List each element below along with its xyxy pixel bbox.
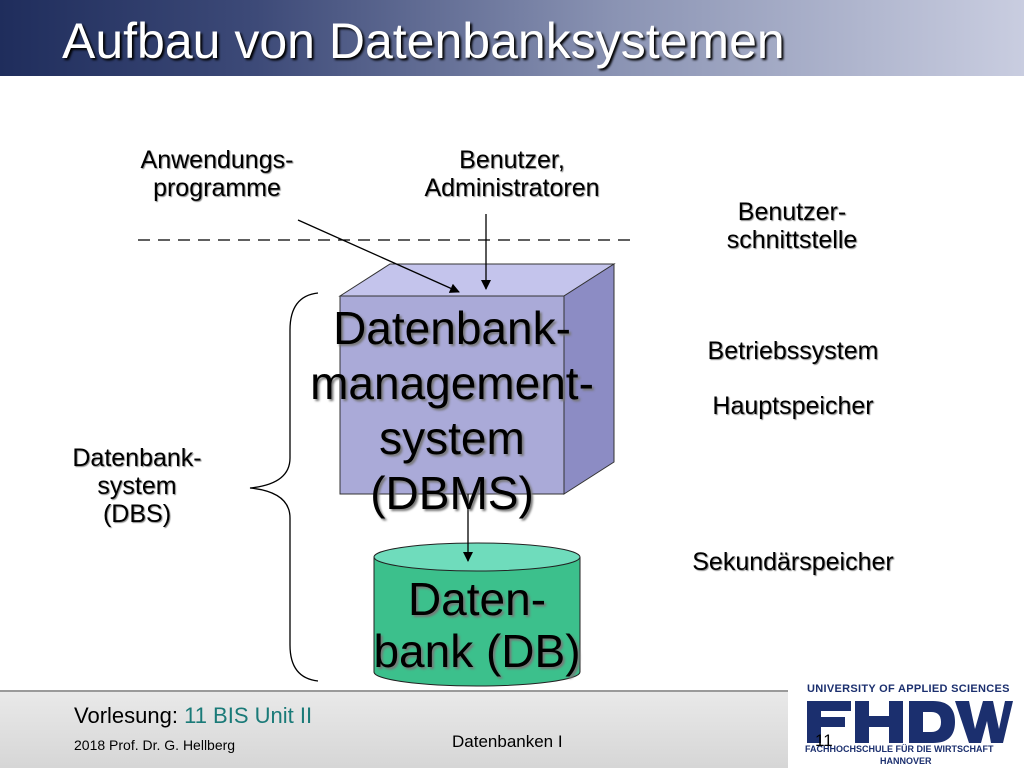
arrow-apps-to-dbms bbox=[297, 219, 460, 293]
db-cylinder-body bbox=[373, 557, 581, 687]
dbs-curly-brace bbox=[249, 292, 319, 682]
label-main-memory: Hauptspeicher bbox=[712, 392, 874, 420]
footer-lecture: Vorlesung: 11 BIS Unit II bbox=[74, 703, 312, 729]
logo-subtitle: FACHHOCHSCHULE FÜR DIE WIRTSCHAFT bbox=[805, 744, 994, 754]
db-cylinder-top bbox=[373, 542, 581, 572]
footer-author: 2018 Prof. Dr. G. Hellberg bbox=[74, 737, 236, 753]
footer-bar bbox=[0, 690, 788, 768]
footer-course: Datenbanken I bbox=[452, 732, 563, 751]
label-database: Daten- bank (DB) bbox=[373, 573, 581, 677]
label-application-programs: Anwendungs- programme bbox=[140, 146, 294, 202]
dbms-cube-front bbox=[339, 295, 565, 495]
label-users-administrators: Benutzer, Administratoren bbox=[424, 146, 600, 202]
logo-tagline: UNIVERSITY OF APPLIED SCIENCES bbox=[807, 683, 1010, 695]
label-database-system: Datenbank- system (DBS) bbox=[72, 444, 202, 528]
fhdw-logo-icon bbox=[807, 701, 1013, 743]
slide-title: Aufbau von Datenbanksystemen bbox=[62, 13, 785, 69]
label-user-interface: Benutzer- schnittstelle bbox=[726, 198, 858, 254]
footer-lecture-value: 11 BIS Unit II bbox=[184, 703, 313, 728]
label-dbms: Datenbank- management- system (DBMS) bbox=[310, 302, 594, 519]
title-bar bbox=[0, 0, 1024, 76]
logo-city: HANNOVER bbox=[880, 756, 932, 766]
label-operating-system: Betriebssystem bbox=[707, 337, 879, 365]
footer-page-number: 11 bbox=[815, 731, 833, 750]
footer-lecture-label: Vorlesung: bbox=[74, 703, 178, 728]
label-secondary-storage: Sekundärspeicher bbox=[692, 548, 894, 576]
